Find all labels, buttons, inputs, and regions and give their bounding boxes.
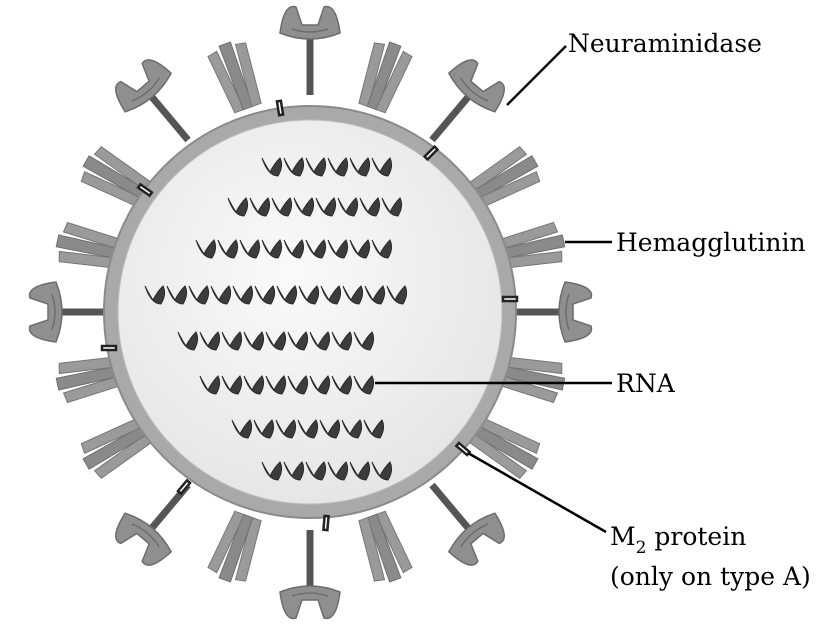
m2-type-note: (only on type A) bbox=[610, 562, 811, 591]
m2-channel-icon bbox=[277, 101, 283, 115]
neuraminidase-leader bbox=[507, 46, 566, 105]
hemagglutinin-spike-icon bbox=[353, 509, 414, 587]
m2-channel-icon bbox=[503, 297, 517, 301]
m2-channel-icon bbox=[323, 516, 328, 530]
hemagglutinin-label: Hemagglutinin bbox=[616, 228, 806, 257]
hemagglutinin-spike-icon bbox=[206, 509, 267, 587]
neuraminidase-spike-icon bbox=[280, 7, 340, 95]
neuraminidase-spike-icon bbox=[280, 530, 340, 618]
rna-label: RNA bbox=[616, 369, 676, 398]
m2-label-main: M bbox=[610, 522, 636, 551]
hemagglutinin-spike-icon bbox=[206, 37, 267, 115]
neuraminidase-label: Neuraminidase bbox=[568, 29, 762, 58]
m2-channel-icon bbox=[178, 480, 190, 493]
m2-protein-label: M2 protein bbox=[610, 522, 746, 558]
m2-channel-icon bbox=[102, 346, 116, 350]
hemagglutinin-spike-icon bbox=[353, 37, 414, 115]
m2-label-tail: protein bbox=[646, 522, 746, 551]
m2-label-subscript: 2 bbox=[636, 538, 647, 558]
virus-interior bbox=[118, 120, 502, 504]
